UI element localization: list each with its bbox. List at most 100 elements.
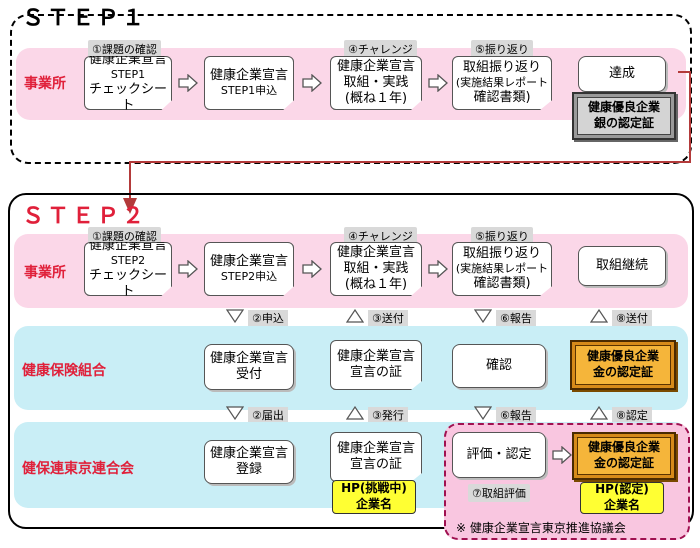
label: 健康優良企業: [587, 100, 660, 115]
label: 企業名: [355, 497, 392, 511]
step2-tag-4: ④チャレンジ: [344, 227, 417, 245]
label: STEP2: [110, 254, 146, 267]
hp-certified-badge: HP(認定) 企業名: [580, 482, 664, 514]
right-arrow-icon: [302, 260, 322, 278]
label: 健康企業宣言: [336, 58, 415, 74]
flow-label-send: ⑧送付: [612, 310, 652, 326]
step1-apply-box: 健康企業宣言 STEP1申込: [204, 56, 294, 110]
step2-review-box: 取組振り返り (実施結果レポート 確認書類): [452, 242, 552, 296]
step2-row1-label: 事業所: [24, 265, 66, 281]
down-arrow-icon: [474, 406, 492, 420]
council-label: ※ 健康企業宣言東京推進協議会: [456, 521, 626, 535]
label: STEP2申込: [220, 270, 278, 284]
label: 取組・実践: [343, 260, 409, 276]
label: (概ね１年): [344, 277, 408, 293]
step1-review-box: 取組振り返り (実施結果レポート 確認書類): [452, 56, 552, 110]
step2-declaration-proof-box-2: 健康企業宣言 宣言の証: [330, 432, 422, 482]
label: 健康企業宣言: [88, 237, 167, 253]
label: チェックシート: [88, 267, 167, 299]
label: 取組振り返り: [462, 245, 541, 261]
right-arrow-icon: [428, 74, 448, 92]
step1-checksheet-box: 健康企業宣言 STEP1 チェックシート: [84, 56, 172, 110]
step2-tag-5: ⑤振り返り: [471, 227, 533, 245]
label: 取組振り返り: [462, 59, 541, 75]
label: 確認書類): [473, 275, 531, 291]
flow-label-apply: ②申込: [248, 310, 288, 326]
label: 健康企業宣言: [209, 68, 288, 83]
label: (概ね１年): [344, 91, 408, 107]
step2-practice-box: 健康企業宣言 取組・実践 (概ね１年): [330, 242, 422, 296]
flow-label-certify: ⑧認定: [612, 407, 652, 423]
step1-tag-5: ⑤振り返り: [471, 40, 533, 58]
right-arrow-icon: [552, 446, 572, 464]
right-arrow-icon: [428, 260, 448, 278]
step2-evaluation-box: 評価・認定: [452, 432, 546, 478]
step2-row3-label: 健保連東京連合会: [22, 461, 134, 477]
flow-label-report: ⑥報告: [496, 310, 536, 326]
down-arrow-icon: [226, 406, 244, 420]
up-arrow-icon: [346, 309, 364, 323]
right-arrow-icon: [178, 260, 198, 278]
label: HP(認定): [595, 482, 649, 497]
silver-certificate: 健康優良企業 銀の認定証: [572, 92, 676, 140]
label: 確認書類): [473, 89, 531, 105]
label: STEP1申込: [220, 84, 278, 98]
label: 健康企業宣言: [336, 348, 415, 364]
label: 健康企業宣言: [209, 254, 288, 269]
label: 宣言の証: [349, 457, 402, 472]
step1-title: ＳＴＥＰ１: [22, 6, 148, 31]
label: 企業名: [603, 498, 640, 512]
label: 健康企業宣言: [336, 440, 415, 456]
label: 銀の認定証: [593, 116, 654, 130]
label: 健康優良企業: [586, 349, 659, 364]
label: 金の認定証: [593, 456, 654, 470]
step2-row2-label: 健康保険組合: [22, 363, 106, 379]
step2-confirm-box: 確認: [452, 344, 546, 388]
step2-checksheet-box: 健康企業宣言 STEP2 チェックシート: [84, 242, 172, 296]
label: 取組・実践: [343, 74, 409, 90]
step2-title: ＳＴＥＰ２: [22, 204, 148, 229]
label: 取組継続: [595, 257, 648, 273]
label: 健康企業宣言: [209, 445, 288, 461]
label: 健康優良企業: [587, 440, 660, 455]
step1-tag-1: ①課題の確認: [88, 40, 161, 58]
label: STEP1: [110, 68, 146, 81]
right-arrow-icon: [302, 74, 322, 92]
evaluation-tag: ⑦取組評価: [468, 484, 530, 502]
hp-challenging-badge: HP(挑戦中) 企業名: [332, 480, 416, 514]
label: 登録: [235, 462, 262, 477]
up-arrow-icon: [590, 406, 608, 420]
step2-apply-box: 健康企業宣言 STEP2申込: [204, 242, 294, 296]
label: 健康企業宣言: [209, 350, 288, 366]
up-arrow-icon: [346, 406, 364, 420]
label: (実施結果レポート: [455, 262, 549, 276]
step2-continue-box: 取組継続: [578, 246, 666, 286]
step1-row-label: 事業所: [24, 76, 66, 92]
label: 健康企業宣言: [336, 244, 415, 260]
label: 金の認定証: [592, 365, 653, 379]
down-arrow-icon: [474, 309, 492, 323]
step2-frame: [8, 193, 694, 529]
flow-label-report: ⑥報告: [496, 407, 536, 423]
step2-receipt-box: 健康企業宣言 受付: [204, 344, 294, 390]
step1-achieved-box: 達成: [578, 56, 666, 92]
up-arrow-icon: [590, 309, 608, 323]
label: 達成: [608, 65, 635, 81]
flow-label-issue: ③発行: [368, 407, 408, 423]
step-connector-arrow: [123, 71, 691, 214]
label: 受付: [235, 367, 262, 382]
right-arrow-icon: [178, 74, 198, 92]
step2-declaration-proof-box: 健康企業宣言 宣言の証: [330, 340, 422, 390]
down-arrow-icon: [226, 309, 244, 323]
step1-tag-4: ④チャレンジ: [344, 40, 417, 58]
label: 評価・認定: [466, 446, 532, 462]
label: 宣言の証: [349, 365, 402, 380]
flow-label-notify: ②届出: [248, 407, 288, 423]
flow-label-send: ③送付: [368, 310, 408, 326]
step1-practice-box: 健康企業宣言 取組・実践 (概ね１年): [330, 56, 422, 110]
label: チェックシート: [88, 81, 167, 113]
label: 確認: [485, 357, 512, 373]
gold-certificate: 健康優良企業 金の認定証: [570, 340, 676, 390]
label: HP(挑戦中): [341, 481, 407, 496]
step2-register-box: 健康企業宣言 登録: [204, 440, 294, 484]
